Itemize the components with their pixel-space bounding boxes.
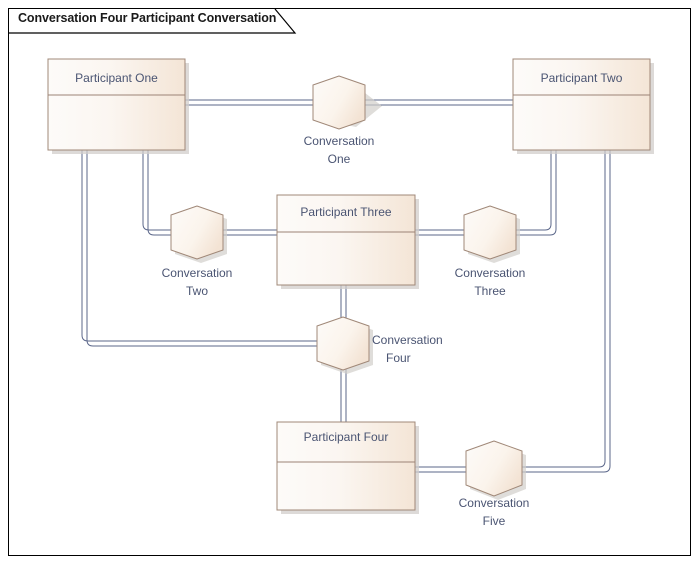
participant-one[interactable]: Participant One <box>47 58 189 154</box>
participant-three[interactable]: Participant Three <box>276 194 419 289</box>
participant-two[interactable]: Participant Two <box>512 58 654 154</box>
participant-four[interactable]: Participant Four <box>276 421 419 514</box>
link-conversation-one-participant-two[interactable] <box>365 99 513 106</box>
link-participant-four-conversation-five[interactable] <box>415 466 466 473</box>
conversation-four-label-line1: Conversation <box>372 333 443 347</box>
conversation-three[interactable]: Conversation Three <box>455 205 526 298</box>
link-conversation-two-participant-three[interactable] <box>223 229 277 236</box>
conversation-two[interactable]: Conversation Two <box>162 205 233 298</box>
link-participant-one-conversation-one[interactable] <box>185 99 313 106</box>
conversation-one-label-line1: Conversation <box>304 134 375 148</box>
diagram-title: Conversation Four Participant Conversati… <box>18 11 277 25</box>
link-conversation-four-participant-four[interactable] <box>340 366 347 422</box>
conversation-one-label-line2: One <box>328 152 351 166</box>
conversation-five-label-line1: Conversation <box>459 496 530 510</box>
link-participant-three-conversation-four[interactable] <box>340 285 347 320</box>
conversation-three-label-line1: Conversation <box>455 266 526 280</box>
conversation-two-label-line1: Conversation <box>162 266 233 280</box>
link-participant-three-conversation-three[interactable] <box>415 229 464 236</box>
conversation-one[interactable]: Conversation One <box>304 75 382 166</box>
participant-four-label: Participant Four <box>304 430 389 444</box>
link-conversation-five-participant-two[interactable] <box>522 150 611 473</box>
connector-layer <box>81 99 611 473</box>
conversation-four[interactable]: Conversation Four <box>316 316 443 374</box>
participant-one-label: Participant One <box>75 71 158 85</box>
conversation-five-label-line2: Five <box>483 514 506 528</box>
conversation-three-label-line2: Three <box>474 284 506 298</box>
link-conversation-three-participant-two[interactable] <box>516 150 557 236</box>
conversation-two-label-line2: Two <box>186 284 208 298</box>
conversation-five[interactable]: Conversation Five <box>459 440 530 528</box>
node-layer: Participant One Participant Two Particip… <box>47 58 654 528</box>
link-participant-one-conversation-four[interactable] <box>81 150 317 347</box>
participant-three-label: Participant Three <box>300 205 391 219</box>
participant-two-label: Participant Two <box>541 71 623 85</box>
link-participant-one-conversation-two[interactable] <box>142 150 171 236</box>
conversation-four-label-line2: Four <box>386 351 411 365</box>
diagram-title-tab <box>9 8 297 34</box>
